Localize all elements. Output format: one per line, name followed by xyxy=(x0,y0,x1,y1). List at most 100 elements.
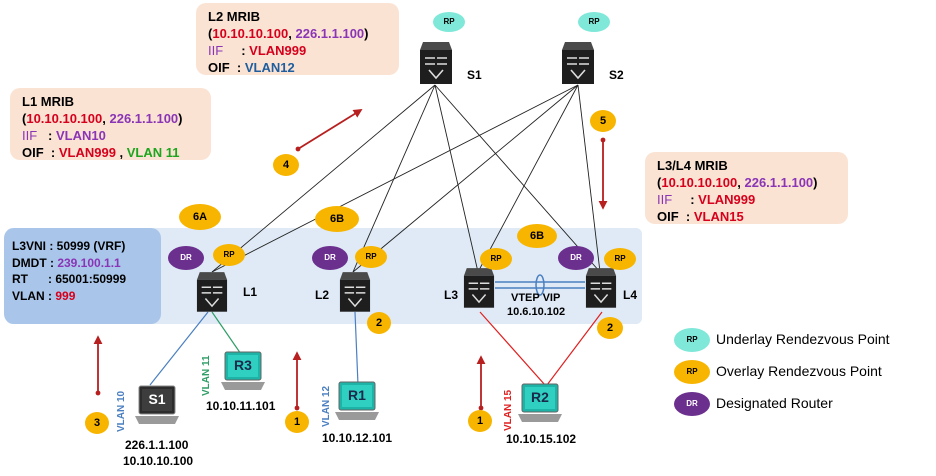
step-6b-badge-l2: 6B xyxy=(315,206,359,232)
l1-mrib-oif: OIF : VLAN999 , VLAN 11 xyxy=(22,145,180,160)
l1-mrib-oif-key: OIF xyxy=(22,145,44,160)
underlay-rp-badge-s1: RP xyxy=(433,12,465,32)
overlay-rp-badge-l4: RP xyxy=(604,248,636,270)
l1-mrib-oif-value-2: VLAN 11 xyxy=(126,145,180,160)
link-l1-r3 xyxy=(211,311,244,358)
legend-overlay-swatch: RP xyxy=(674,360,710,384)
l1-mrib-iif-value: VLAN10 xyxy=(55,128,106,143)
l2-mrib-oif: OIF : VLAN12 xyxy=(208,60,295,75)
arrow-step-4 xyxy=(297,109,363,150)
leaf-l2-label: L2 xyxy=(315,288,330,302)
vlan-key: VLAN : xyxy=(12,288,56,303)
host-r2: R2 xyxy=(516,382,564,424)
step-5-badge: 5 xyxy=(590,110,616,132)
host-r1: R1 xyxy=(333,380,381,422)
link-l3-r2 xyxy=(479,311,546,386)
l34-mrib-oif: OIF : VLAN15 xyxy=(657,209,744,224)
step-1-badge-r2: 1 xyxy=(468,410,492,432)
underlay-rp-badge-s2: RP xyxy=(578,12,610,32)
l1-mrib-title: L1 MRIB xyxy=(22,94,74,109)
vtep-vip-ip: 10.6.10.102 xyxy=(507,306,566,318)
link-l1-s1-host xyxy=(149,311,209,386)
l2-mrib-oif-key: OIF xyxy=(208,60,230,75)
link-l2-r1 xyxy=(354,311,359,386)
dmdt-value: 239.100.1.1 xyxy=(57,255,121,270)
leaf-l1-label: L1 xyxy=(243,285,258,299)
l1-mrib-group: 226.1.1.100 xyxy=(109,111,179,126)
l1-mrib-sg: (10.10.10.100, 226.1.1.100) xyxy=(22,111,183,126)
dr-badge-l2: DR xyxy=(312,246,348,270)
l2-mrib-iif: IIF : VLAN999 xyxy=(208,43,307,58)
step-3-badge: 3 xyxy=(85,412,109,434)
l34-mrib-title: L3/L4 MRIB xyxy=(657,158,728,173)
dmdt-row: DMDT : 239.100.1.1 xyxy=(12,255,153,272)
l2-mrib-oif-value: VLAN12 xyxy=(244,60,295,75)
l2-mrib-iif-key: IIF xyxy=(208,43,224,58)
leaf-l3-label: L3 xyxy=(444,288,459,302)
switch-icon xyxy=(585,268,617,308)
l1-mrib-iif-key: IIF xyxy=(22,128,38,143)
l1-mrib-iif: IIF : VLAN10 xyxy=(22,128,106,143)
host-r1-ip: 10.10.12.101 xyxy=(322,431,393,445)
step-4-badge: 4 xyxy=(273,154,299,176)
host-s1-name: S1 xyxy=(148,391,166,407)
switch-icon xyxy=(562,42,594,84)
link-s2-l3 xyxy=(477,84,579,273)
l34-mrib-group: 226.1.1.100 xyxy=(744,175,814,190)
laptop-icon xyxy=(518,383,562,422)
l3vni-text: L3VNI : 50999 (VRF) xyxy=(12,239,126,253)
vpc-ellipse xyxy=(535,274,545,296)
host-s1-vlan: VLAN 10 xyxy=(116,390,127,432)
step-1-badge-r1: 1 xyxy=(285,411,309,433)
l1-mrib-oif-value-1: VLAN999 xyxy=(58,145,116,160)
dr-badge-l4: DR xyxy=(558,246,594,270)
l2-mrib-source: 10.10.10.100 xyxy=(212,26,289,41)
rt-text: RT : 65001:50999 xyxy=(12,272,127,286)
vlan-value: 999 xyxy=(55,288,76,303)
spine-s1 xyxy=(419,38,453,86)
leaf-l1 xyxy=(196,268,228,314)
step-2-badge-l4: 2 xyxy=(597,317,623,339)
switch-icon xyxy=(339,272,371,312)
dmdt-key: DMDT : xyxy=(12,255,58,270)
host-r2-ip: 10.10.15.102 xyxy=(506,432,577,446)
l1-mrib-source: 10.10.10.100 xyxy=(26,111,103,126)
spine-s1-label: S1 xyxy=(467,68,482,82)
legend-dr-swatch: DR xyxy=(674,392,710,416)
host-r2-vlan: VLAN 15 xyxy=(503,389,514,431)
legend-underlay-swatch: RP xyxy=(674,328,710,352)
laptop-icon xyxy=(335,381,379,420)
link-l4-r2 xyxy=(546,311,603,386)
overlay-rp-badge-l1: RP xyxy=(213,244,245,266)
host-r2-name: R2 xyxy=(531,389,549,405)
host-s1: S1 xyxy=(133,384,181,426)
l2-mrib-title: L2 MRIB xyxy=(208,9,260,24)
link-s1-l2 xyxy=(352,84,436,273)
step-6a-badge: 6A xyxy=(179,204,221,230)
vtep-vip-label: VTEP VIP xyxy=(511,292,561,304)
host-s1-group-ip: 226.1.1.100 xyxy=(125,438,189,452)
host-s1-ip: 10.10.10.100 xyxy=(123,454,194,468)
leaf-l4-label: L4 xyxy=(623,288,638,302)
leaf-l4 xyxy=(585,264,617,310)
link-s2-l2 xyxy=(352,84,579,273)
vlan-row: VLAN : 999 xyxy=(12,288,153,305)
l34-mrib-oif-value: VLAN15 xyxy=(693,209,744,224)
legend-overlay-label: Overlay Rendezvous Point xyxy=(716,363,882,379)
l34-mrib-sg: (10.10.10.100, 226.1.1.100) xyxy=(657,175,818,190)
vrf-info-box: L3VNI : 50999 (VRF) DMDT : 239.100.1.1 R… xyxy=(4,228,161,324)
switch-icon xyxy=(463,268,495,308)
host-r1-vlan: VLAN 12 xyxy=(321,385,332,427)
l34-mrib-oif-key: OIF xyxy=(657,209,679,224)
spine-leaf-links xyxy=(211,84,601,273)
l34-mrib-box: L3/L4 MRIB (10.10.10.100, 226.1.1.100) I… xyxy=(645,152,848,224)
host-r1-name: R1 xyxy=(348,387,366,403)
l34-mrib-source: 10.10.10.100 xyxy=(661,175,738,190)
switch-icon xyxy=(196,272,228,312)
legend: RP Underlay Rendezvous Point RP Overlay … xyxy=(672,328,932,448)
l2-mrib-sg: (10.10.10.100, 226.1.1.100) xyxy=(208,26,369,41)
legend-dr-label: Designated Router xyxy=(716,395,833,411)
link-s1-l3 xyxy=(434,84,479,273)
switch-icon xyxy=(420,42,452,84)
